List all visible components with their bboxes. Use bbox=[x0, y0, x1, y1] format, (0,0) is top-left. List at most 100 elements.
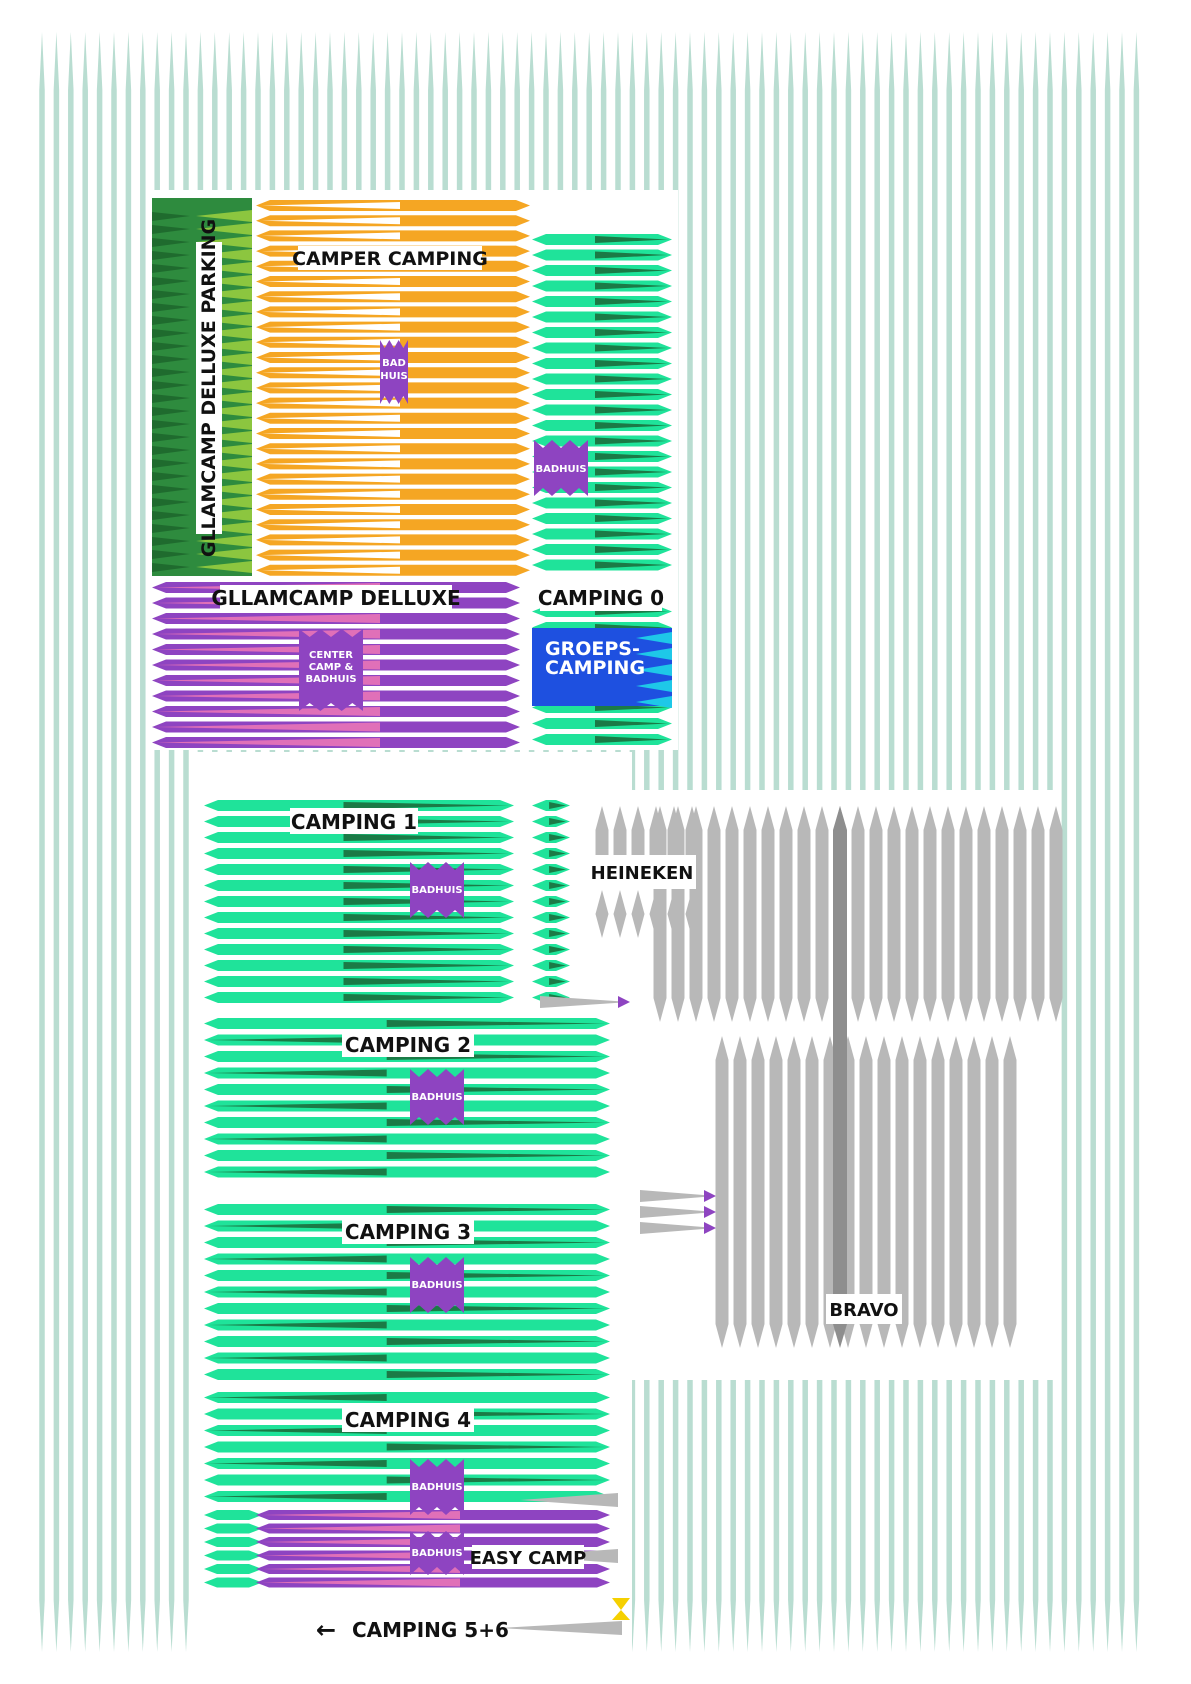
bravo-top-spike bbox=[743, 806, 757, 1022]
parking-tooth bbox=[196, 249, 252, 261]
badhuis-camping2-text: BADHUIS bbox=[411, 1092, 462, 1103]
bravo-bottom-spike bbox=[913, 1036, 927, 1348]
heineken-spike bbox=[631, 890, 645, 938]
bg-stripe bbox=[1133, 32, 1140, 1652]
camper-row-notch bbox=[262, 506, 400, 513]
parking-tooth bbox=[196, 366, 252, 378]
badhuis-camping1-text: BADHUIS bbox=[411, 885, 462, 896]
camping3-row-wedge bbox=[386, 1338, 606, 1345]
groeps-zone bbox=[532, 628, 672, 706]
camping0-row-wedge bbox=[595, 499, 668, 507]
bravo-top-spike bbox=[1031, 806, 1045, 1022]
camping2-row-wedge bbox=[208, 1135, 387, 1143]
camper-row-notch bbox=[262, 475, 400, 483]
bg-stripe bbox=[39, 32, 45, 1652]
camping0-row-wedge bbox=[595, 267, 668, 274]
camping0-row-wedge bbox=[595, 453, 668, 460]
camper-label-bg bbox=[298, 246, 482, 270]
facility-badges: BAD HUIS BADHUIS CENTER CAMP & BADHUIS B… bbox=[299, 340, 588, 1575]
camping1-side-row-wedge bbox=[549, 850, 566, 857]
parking-tooth bbox=[196, 327, 252, 339]
easy-camp-label: EASY CAMP bbox=[470, 1548, 587, 1569]
camping2-row-wedge bbox=[208, 1069, 387, 1077]
bravo-bottom-spike bbox=[949, 1036, 963, 1348]
deluxe-row-pink bbox=[156, 722, 380, 732]
camping0-row-wedge bbox=[595, 437, 668, 445]
bg-stripe bbox=[1076, 32, 1082, 1652]
bravo-top-spike bbox=[1049, 806, 1063, 1022]
bravo-bottom-spike bbox=[751, 1036, 765, 1348]
camping0-row-wedge bbox=[595, 515, 668, 522]
path-arrow bbox=[640, 1206, 716, 1218]
badhuis-camper-text1: BAD bbox=[382, 358, 406, 369]
camping2-row bbox=[204, 1067, 610, 1079]
zones bbox=[148, 190, 1063, 1680]
parking-tooth-dark bbox=[152, 316, 190, 325]
easycamp-pink-row bbox=[262, 1578, 460, 1587]
parking-tooth-dark bbox=[152, 407, 190, 416]
bravo-top-spike bbox=[797, 806, 811, 1022]
camping3-row bbox=[204, 1352, 610, 1364]
camping1-side-row-wedge bbox=[549, 882, 566, 889]
bravo-top-spike bbox=[923, 806, 937, 1022]
center-camp-text3: BADHUIS bbox=[305, 674, 356, 685]
camping0-row-wedge bbox=[595, 468, 668, 476]
badhuis-camping4-badge bbox=[410, 1459, 464, 1515]
bravo-top-spike bbox=[851, 806, 865, 1022]
badhuis-camping0-text: BADHUIS bbox=[535, 464, 586, 475]
camping1-side-row-wedge bbox=[549, 898, 566, 905]
camping0-row-wedge bbox=[595, 422, 668, 429]
parking-tooth-dark bbox=[152, 368, 190, 377]
bg-stripe bbox=[1119, 32, 1125, 1652]
camper-row-notch bbox=[262, 323, 400, 331]
camper-camping-label: CAMPER CAMPING bbox=[292, 248, 488, 270]
parking-tooth-dark bbox=[152, 537, 190, 546]
groeps-label-line2: CAMPING bbox=[545, 657, 645, 679]
path-arrow-tip bbox=[704, 1206, 716, 1218]
bravo-top-spike bbox=[941, 806, 955, 1022]
path-arrow-tip bbox=[704, 1222, 716, 1234]
camper-row-notch bbox=[262, 369, 400, 377]
parking-tooth-dark bbox=[152, 524, 190, 533]
parking-tooth bbox=[196, 210, 252, 222]
camping3-row-wedge bbox=[208, 1255, 387, 1263]
bravo-label-bg bbox=[826, 1294, 902, 1324]
camping-3-label: CAMPING 3 bbox=[345, 1220, 471, 1244]
parking-tooth-dark bbox=[152, 394, 190, 403]
easycamp-label-bg bbox=[472, 1545, 584, 1569]
parking-tooth bbox=[196, 561, 252, 573]
camping3-row bbox=[204, 1319, 610, 1331]
badhuis-camper-text2: HUIS bbox=[380, 371, 407, 382]
parking-tooth-dark bbox=[152, 511, 190, 520]
parking-tooth bbox=[196, 535, 252, 547]
bravo-top-spike bbox=[959, 806, 973, 1022]
parking-tooth bbox=[196, 288, 252, 300]
camping1-side-row-wedge bbox=[549, 834, 566, 841]
groeps-tooth bbox=[636, 648, 672, 660]
parking-tooth-dark bbox=[152, 381, 190, 390]
bravo-top-spike bbox=[1013, 806, 1027, 1022]
parking-tooth-dark bbox=[152, 472, 190, 481]
easycamp-green-row bbox=[204, 1564, 262, 1574]
camping2-row-wedge bbox=[208, 1168, 387, 1176]
path-arrow bbox=[500, 1621, 622, 1635]
bg-stripe bbox=[140, 32, 146, 1652]
groeps-tooth bbox=[636, 664, 672, 676]
groeps-tooth bbox=[636, 632, 672, 644]
camping4-row-wedge bbox=[208, 1493, 387, 1500]
camper-row-notch bbox=[262, 354, 400, 361]
camping1-row-wedge bbox=[343, 946, 510, 953]
bravo-top-spike bbox=[779, 806, 793, 1022]
path-arrow bbox=[640, 1190, 716, 1202]
parking-tooth bbox=[196, 275, 252, 287]
camping-1-label: CAMPING 1 bbox=[291, 810, 417, 834]
parking-tooth-dark bbox=[152, 342, 190, 351]
camping4-label-bg bbox=[342, 1406, 474, 1432]
bg-stripe bbox=[53, 32, 60, 1652]
camping1-side-row-wedge bbox=[549, 978, 566, 985]
arrow-left-icon: ← bbox=[316, 1616, 336, 1644]
path-arrow bbox=[640, 1222, 716, 1234]
badhuis-camping4-text: BADHUIS bbox=[411, 1482, 462, 1493]
camping0-lower-row-wedge bbox=[595, 736, 668, 743]
camping2-label-bg bbox=[342, 1031, 474, 1057]
